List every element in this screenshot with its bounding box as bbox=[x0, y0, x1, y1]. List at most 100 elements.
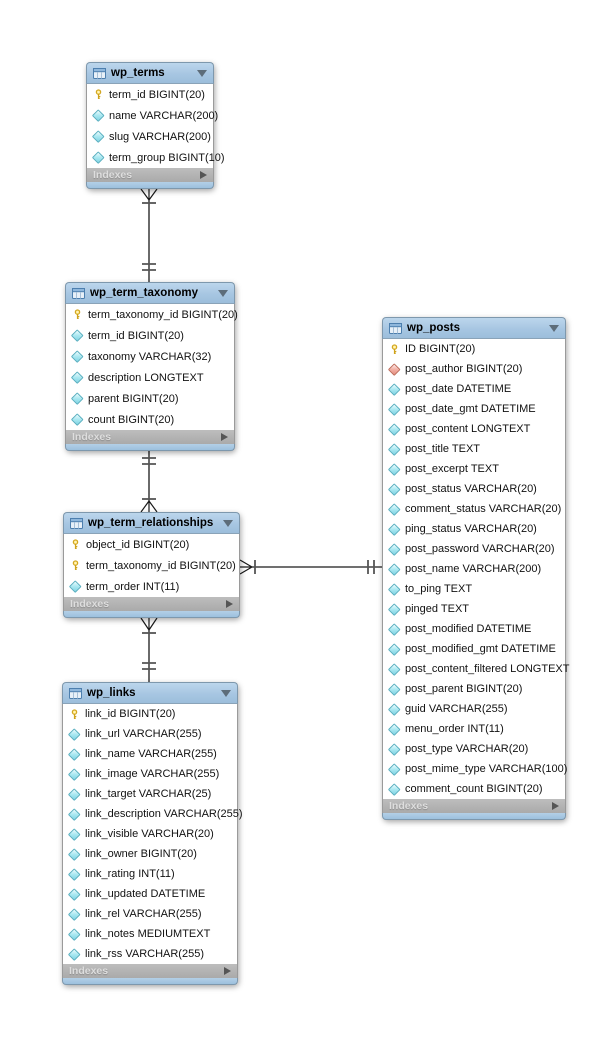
column-row-link_rel[interactable]: link_rel VARCHAR(255) bbox=[63, 904, 237, 924]
column-row-count[interactable]: count BIGINT(20) bbox=[66, 409, 234, 430]
indexes-section[interactable]: Indexes bbox=[65, 430, 235, 444]
column-row-taxonomy[interactable]: taxonomy VARCHAR(32) bbox=[66, 346, 234, 367]
column-icon bbox=[388, 683, 400, 695]
table-wp_term_taxonomy[interactable]: wp_term_taxonomy term_taxonomy_id BIGINT… bbox=[65, 282, 238, 451]
column-row-post_author[interactable]: post_author BIGINT(20) bbox=[383, 359, 565, 379]
column-row-link_url[interactable]: link_url VARCHAR(255) bbox=[63, 724, 237, 744]
column-row-post_modified[interactable]: post_modified DATETIME bbox=[383, 619, 565, 639]
table-wp_terms[interactable]: wp_terms term_id BIGINT(20)name VARCHAR(… bbox=[86, 62, 225, 189]
column-row-link_image[interactable]: link_image VARCHAR(255) bbox=[63, 764, 237, 784]
table-icon bbox=[70, 517, 83, 529]
expand-indexes-icon[interactable] bbox=[200, 171, 207, 179]
indexes-label: Indexes bbox=[389, 800, 429, 812]
column-icon bbox=[388, 503, 400, 515]
column-row-post_type[interactable]: post_type VARCHAR(20) bbox=[383, 739, 565, 759]
expand-indexes-icon[interactable] bbox=[221, 433, 228, 441]
column-row-ping_status[interactable]: ping_status VARCHAR(20) bbox=[383, 519, 565, 539]
column-icon bbox=[388, 483, 400, 495]
expand-indexes-icon[interactable] bbox=[226, 600, 233, 608]
column-row-to_ping[interactable]: to_ping TEXT bbox=[383, 579, 565, 599]
column-label: term_id BIGINT(20) bbox=[88, 329, 184, 342]
indexes-section[interactable]: Indexes bbox=[62, 964, 238, 978]
table-header[interactable]: wp_posts bbox=[382, 317, 566, 339]
table-header[interactable]: wp_links bbox=[62, 682, 238, 704]
column-icon bbox=[388, 523, 400, 535]
column-label: link_owner BIGINT(20) bbox=[85, 848, 197, 860]
column-row-post_date_gmt[interactable]: post_date_gmt DATETIME bbox=[383, 399, 565, 419]
indexes-section[interactable]: Indexes bbox=[63, 597, 240, 611]
collapse-icon[interactable] bbox=[221, 689, 231, 697]
table-wp_links[interactable]: wp_links link_id BIGINT(20)link_url VARC… bbox=[62, 682, 243, 985]
column-row-link_owner[interactable]: link_owner BIGINT(20) bbox=[63, 844, 237, 864]
column-row-post_password[interactable]: post_password VARCHAR(20) bbox=[383, 539, 565, 559]
column-icon bbox=[388, 383, 400, 395]
column-row-link_notes[interactable]: link_notes MEDIUMTEXT bbox=[63, 924, 237, 944]
indexes-section[interactable]: Indexes bbox=[382, 799, 566, 813]
column-row-link_id[interactable]: link_id BIGINT(20) bbox=[63, 704, 237, 724]
column-row-link_updated[interactable]: link_updated DATETIME bbox=[63, 884, 237, 904]
table-header[interactable]: wp_term_taxonomy bbox=[65, 282, 235, 304]
column-icon bbox=[388, 603, 400, 615]
indexes-section[interactable]: Indexes bbox=[86, 168, 214, 182]
column-row-link_name[interactable]: link_name VARCHAR(255) bbox=[63, 744, 237, 764]
table-wp_term_relationships[interactable]: wp_term_relationships object_id BIGINT(2… bbox=[63, 512, 240, 618]
column-row-post_name[interactable]: post_name VARCHAR(200) bbox=[383, 559, 565, 579]
table-title: wp_terms bbox=[111, 67, 165, 79]
column-row-link_description[interactable]: link_description VARCHAR(255) bbox=[63, 804, 243, 824]
column-row-link_rss[interactable]: link_rss VARCHAR(255) bbox=[63, 944, 237, 964]
column-row-parent[interactable]: parent BIGINT(20) bbox=[66, 388, 234, 409]
column-row-menu_order[interactable]: menu_order INT(11) bbox=[383, 719, 565, 739]
column-label: pinged TEXT bbox=[405, 603, 470, 615]
column-row-term_order[interactable]: term_order INT(11) bbox=[64, 576, 239, 597]
collapse-icon[interactable] bbox=[197, 69, 207, 77]
column-row-term_taxonomy_id[interactable]: term_taxonomy_id BIGINT(20) bbox=[66, 304, 238, 325]
column-row-object_id[interactable]: object_id BIGINT(20) bbox=[64, 534, 239, 555]
column-label: ping_status VARCHAR(20) bbox=[405, 523, 537, 535]
column-row-ID[interactable]: ID BIGINT(20) bbox=[383, 339, 565, 359]
column-row-post_status[interactable]: post_status VARCHAR(20) bbox=[383, 479, 565, 499]
column-row-post_parent[interactable]: post_parent BIGINT(20) bbox=[383, 679, 565, 699]
expand-indexes-icon[interactable] bbox=[224, 967, 231, 975]
column-icon bbox=[388, 543, 400, 555]
column-row-link_visible[interactable]: link_visible VARCHAR(20) bbox=[63, 824, 237, 844]
column-row-post_title[interactable]: post_title TEXT bbox=[383, 439, 565, 459]
column-row-term_group[interactable]: term_group BIGINT(10) bbox=[87, 147, 225, 168]
column-label: post_type VARCHAR(20) bbox=[405, 743, 529, 755]
column-label: post_name VARCHAR(200) bbox=[405, 563, 542, 575]
expand-indexes-icon[interactable] bbox=[552, 802, 559, 810]
column-row-pinged[interactable]: pinged TEXT bbox=[383, 599, 565, 619]
column-icon bbox=[388, 763, 400, 775]
column-label: post_mime_type VARCHAR(100) bbox=[405, 763, 568, 775]
column-icon bbox=[68, 768, 80, 780]
column-row-post_content_filtered[interactable]: post_content_filtered LONGTEXT bbox=[383, 659, 569, 679]
column-row-post_modified_gmt[interactable]: post_modified_gmt DATETIME bbox=[383, 639, 565, 659]
table-header[interactable]: wp_term_relationships bbox=[63, 512, 240, 534]
column-row-name[interactable]: name VARCHAR(200) bbox=[87, 105, 218, 126]
column-row-guid[interactable]: guid VARCHAR(255) bbox=[383, 699, 565, 719]
column-row-term_taxonomy_id[interactable]: term_taxonomy_id BIGINT(20) bbox=[64, 555, 239, 576]
column-row-comment_count[interactable]: comment_count BIGINT(20) bbox=[383, 779, 565, 799]
column-row-term_id[interactable]: term_id BIGINT(20) bbox=[66, 325, 234, 346]
column-row-slug[interactable]: slug VARCHAR(200) bbox=[87, 126, 213, 147]
column-row-description[interactable]: description LONGTEXT bbox=[66, 367, 234, 388]
column-label: post_date DATETIME bbox=[405, 383, 512, 395]
table-header[interactable]: wp_terms bbox=[86, 62, 214, 84]
collapse-icon[interactable] bbox=[549, 324, 559, 332]
collapse-icon[interactable] bbox=[218, 289, 228, 297]
collapse-icon[interactable] bbox=[223, 519, 233, 527]
column-row-term_id[interactable]: term_id BIGINT(20) bbox=[87, 84, 213, 105]
column-icon bbox=[68, 828, 80, 840]
column-row-post_mime_type[interactable]: post_mime_type VARCHAR(100) bbox=[383, 759, 568, 779]
column-row-link_rating[interactable]: link_rating INT(11) bbox=[63, 864, 237, 884]
column-icon bbox=[71, 372, 83, 384]
column-row-link_target[interactable]: link_target VARCHAR(25) bbox=[63, 784, 237, 804]
column-row-post_excerpt[interactable]: post_excerpt TEXT bbox=[383, 459, 565, 479]
column-row-comment_status[interactable]: comment_status VARCHAR(20) bbox=[383, 499, 565, 519]
table-icon bbox=[69, 687, 82, 699]
column-row-post_date[interactable]: post_date DATETIME bbox=[383, 379, 565, 399]
column-label: slug VARCHAR(200) bbox=[109, 130, 211, 143]
connector-wp_term_relationships-wp_posts bbox=[239, 559, 382, 575]
column-label: link_name VARCHAR(255) bbox=[85, 748, 217, 760]
table-wp_posts[interactable]: wp_posts ID BIGINT(20)post_author BIGINT… bbox=[382, 317, 569, 820]
column-row-post_content[interactable]: post_content LONGTEXT bbox=[383, 419, 565, 439]
